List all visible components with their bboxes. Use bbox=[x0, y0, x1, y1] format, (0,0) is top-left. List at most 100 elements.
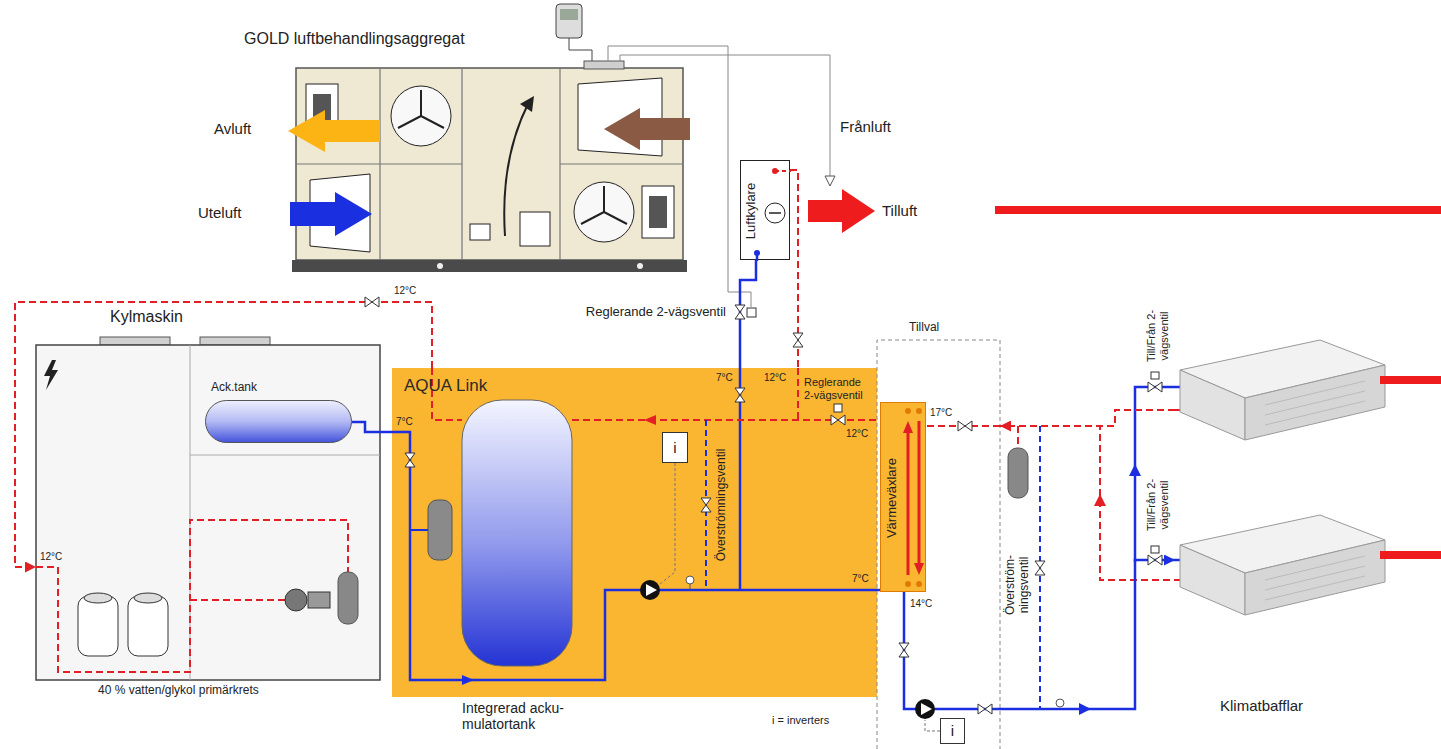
air-flow-arrow bbox=[288, 108, 1441, 236]
valve-symbol bbox=[978, 704, 992, 714]
flow-arrow bbox=[1129, 464, 1141, 476]
valve-symbol bbox=[735, 388, 745, 402]
aqua-link-drawing bbox=[462, 675, 474, 685]
chiller-drawing bbox=[352, 422, 380, 432]
air-handling-unit: GOLD luftbehandlingsaggregat bbox=[296, 68, 683, 260]
flow-arrow bbox=[1079, 703, 1091, 715]
node-title: Kylmaskin bbox=[110, 308, 183, 326]
chilled-beam-drawing bbox=[1265, 556, 1365, 600]
chiller-drawing bbox=[338, 572, 358, 624]
valve-symbol bbox=[899, 643, 909, 657]
chiller-drawing bbox=[36, 337, 380, 680]
air-label: Tilluft bbox=[882, 202, 917, 219]
air-flow-arrow bbox=[995, 206, 1441, 214]
temperature-label: 14°C bbox=[910, 598, 932, 610]
valve-symbol bbox=[831, 415, 845, 425]
chiller-drawing bbox=[285, 589, 307, 611]
air-handling-unit-drawing bbox=[470, 224, 490, 240]
cooling-coil-symbol bbox=[769, 212, 781, 214]
air-flow-arrow bbox=[290, 192, 372, 236]
pipe-port bbox=[905, 408, 911, 414]
chiller-drawing bbox=[100, 337, 170, 345]
chilled-beam-group: Klimatbafflar bbox=[1175, 300, 1441, 730]
air-handling-unit-drawing bbox=[292, 260, 687, 272]
temperature-label: 7°C bbox=[396, 416, 413, 428]
pump-symbol bbox=[640, 580, 660, 600]
aqua-link-band: AQUA Link i bbox=[392, 368, 877, 697]
cooling-coil-symbol bbox=[765, 203, 785, 223]
node-title: GOLD luftbehandlingsaggregat bbox=[244, 30, 465, 48]
pump-symbol bbox=[921, 703, 932, 715]
air-handling-unit-drawing bbox=[292, 61, 687, 272]
air-handling-unit-drawing bbox=[391, 86, 451, 146]
node-title: i bbox=[673, 439, 676, 456]
temperature-label: 12°C bbox=[394, 285, 416, 297]
node-title: Klimatbafflar bbox=[1220, 697, 1303, 714]
chilled-beam-drawing bbox=[1180, 545, 1245, 615]
control-panel-drawing bbox=[569, 38, 592, 61]
chiller-drawing bbox=[44, 360, 58, 390]
air-handling-unit-drawing bbox=[574, 182, 634, 242]
chiller-drawing bbox=[200, 337, 270, 345]
air-handling-unit-drawing bbox=[520, 96, 534, 112]
aqua-link-drawing bbox=[392, 368, 880, 697]
chilled-beam-drawing bbox=[1245, 540, 1385, 615]
air-handling-unit-drawing bbox=[296, 68, 683, 260]
valve-label: Till/Från 2-vägsventil bbox=[1145, 472, 1170, 538]
chilled-beam-drawing bbox=[1100, 340, 1441, 615]
valve-symbol bbox=[1148, 382, 1162, 392]
air-cooler-box: Luftkylare bbox=[740, 160, 790, 260]
option-frame-drawing bbox=[1056, 699, 1064, 707]
air-handling-unit-drawing bbox=[520, 212, 550, 246]
air-label: Avluft bbox=[214, 120, 251, 137]
chiller-drawing bbox=[308, 592, 330, 608]
valve-symbol bbox=[1151, 546, 1159, 553]
valve-symbol bbox=[1151, 372, 1159, 379]
valve-symbol bbox=[958, 421, 972, 431]
note-label: i = inverters bbox=[772, 714, 829, 727]
pump-symbol bbox=[640, 580, 935, 719]
air-handling-unit-drawing bbox=[437, 263, 443, 269]
valve-symbol bbox=[365, 297, 1162, 714]
air-handling-unit-drawing bbox=[649, 196, 667, 228]
buffer-tank: Ack.tank bbox=[205, 400, 352, 443]
temperature-label: 7°C bbox=[852, 573, 869, 585]
flow-arrow bbox=[1094, 494, 1106, 506]
flow-arrow bbox=[1079, 464, 1141, 715]
chiller-drawing bbox=[128, 596, 168, 656]
pipe-connector bbox=[380, 431, 392, 434]
chiller-drawing bbox=[36, 520, 348, 672]
chiller-drawing bbox=[78, 596, 118, 656]
air-label: Uteluft bbox=[198, 204, 241, 221]
node-title: AQUA Link bbox=[404, 376, 487, 396]
air-flow-arrow bbox=[808, 189, 875, 233]
option-frame-drawing bbox=[877, 340, 1064, 749]
valve-label: Reglerande 2-vägsventil bbox=[586, 305, 726, 320]
flow-arrow bbox=[914, 563, 924, 575]
chiller-drawing bbox=[190, 345, 380, 680]
chiller-unit: Kylmaskin40 % vatten/glykol primärkretsA… bbox=[36, 345, 380, 680]
pump-symbol bbox=[646, 584, 657, 596]
buffer-tank-symbol bbox=[205, 400, 352, 443]
valve-symbol bbox=[834, 404, 842, 412]
sensor-symbol bbox=[686, 576, 694, 584]
aqua-link-drawing bbox=[410, 529, 428, 531]
chiller-drawing bbox=[84, 593, 112, 603]
control-wire bbox=[620, 55, 830, 176]
control-panel-drawing bbox=[556, 4, 592, 61]
sensor-symbol bbox=[690, 584, 691, 590]
air-handling-unit-drawing bbox=[296, 68, 683, 260]
temperature-label: 7°C bbox=[716, 372, 733, 384]
node-title: Luftkylare bbox=[744, 183, 759, 239]
sensor-symbol bbox=[686, 576, 694, 590]
temperature-label: 17°C bbox=[930, 407, 952, 419]
air-handling-unit-drawing bbox=[578, 78, 662, 156]
aqua-link-drawing bbox=[392, 368, 880, 680]
control-panel-drawing bbox=[560, 9, 578, 20]
valve-label: Reglerande 2-vägsventil bbox=[804, 376, 872, 401]
inverter-box: i bbox=[662, 432, 688, 463]
valve-symbol bbox=[1035, 561, 1045, 575]
pipe-port bbox=[916, 408, 922, 414]
air-flow-arrow bbox=[604, 108, 690, 150]
